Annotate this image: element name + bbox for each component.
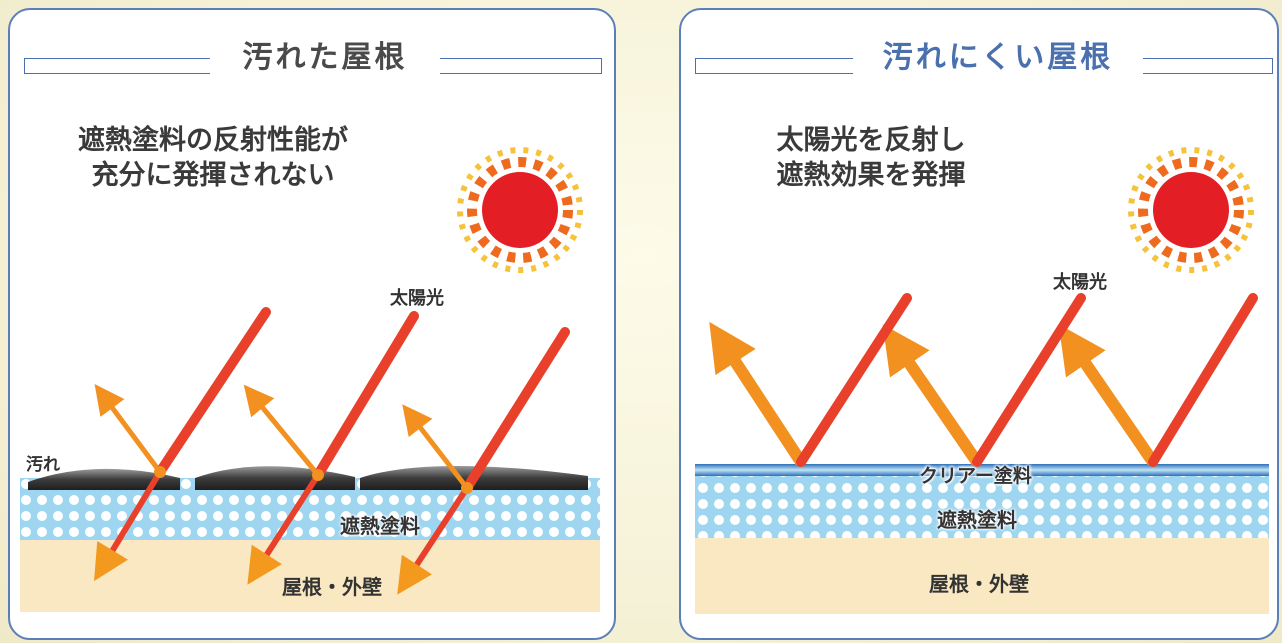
heading-line-2: 遮熱効果を発揮	[776, 160, 966, 191]
penetrating-ray	[247, 473, 321, 585]
dirt-patch	[195, 466, 355, 490]
sunlight-ray	[462, 327, 570, 493]
sunlight-ray	[972, 293, 1086, 467]
coating-label: 遮熱塗料	[340, 514, 420, 538]
dirt-patch	[28, 468, 180, 490]
coating-label: 遮熱塗料	[937, 508, 1017, 532]
contact-point	[312, 469, 324, 481]
sun-icon	[457, 147, 583, 273]
clear-coat-layer	[695, 464, 1269, 476]
heading-line-2: 充分に発揮されない	[91, 160, 335, 191]
heading-line-1: 遮熱塗料の反射性能が	[78, 125, 348, 156]
clean-roof-panel: 汚れにくい屋根 太陽光を反射し 遮熱効果を発揮 太陽光 クリアー塗料 遮熱塗料 …	[679, 8, 1279, 640]
roof-layer	[695, 538, 1269, 614]
sunlight-label: 太陽光	[1053, 272, 1107, 293]
sun-icon	[1128, 147, 1254, 273]
reflection-arrow	[243, 384, 320, 477]
roof-label: 屋根・外壁	[929, 572, 1029, 596]
clear-coat-label: クリアー塗料	[919, 465, 1032, 487]
contact-point	[154, 466, 166, 478]
penetrating-ray	[397, 486, 470, 595]
dirty-roof-diagram	[20, 147, 600, 612]
reflection-arrow	[882, 324, 982, 466]
sunlight-ray	[1148, 293, 1258, 467]
sunlight-ray	[155, 307, 271, 477]
heat-shield-coating-layer	[695, 476, 1269, 538]
reflection-arrow	[709, 321, 807, 466]
reflection-arrow	[94, 383, 163, 474]
panel-title: 汚れにくい屋根	[853, 38, 1143, 78]
sunlight-label: 太陽光	[390, 288, 444, 309]
roof-label: 屋根・外壁	[282, 575, 382, 599]
reflection-arrow	[1058, 324, 1158, 466]
sunlight-ray	[796, 293, 912, 467]
reflection-arrow	[402, 404, 469, 490]
penetrating-ray	[94, 470, 163, 582]
panel-title: 汚れた屋根	[210, 38, 440, 78]
clean-roof-diagram	[695, 147, 1269, 614]
contact-point	[461, 482, 473, 494]
dirty-roof-panel: 汚れた屋根 遮熱塗料の反射性能が 充分に発揮されない 太陽光 汚れ 遮熱塗料 屋…	[8, 8, 616, 640]
dirt-label: 汚れ	[26, 455, 60, 475]
heading-line-1: 太陽光を反射し	[776, 125, 966, 156]
sunlight-ray	[313, 311, 419, 480]
